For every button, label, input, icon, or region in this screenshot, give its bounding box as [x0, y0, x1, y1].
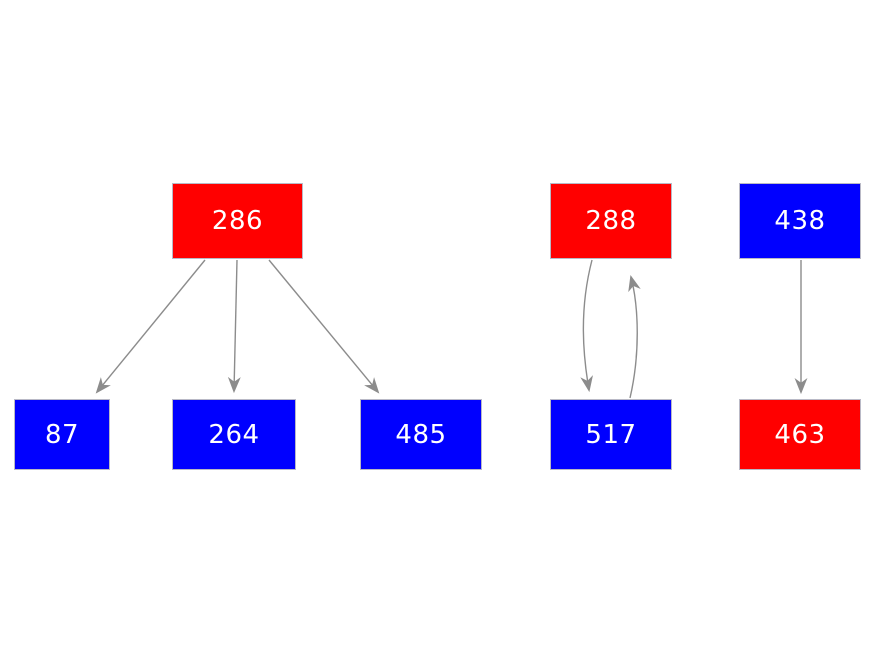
node-438[interactable]: 438: [739, 183, 861, 259]
node-264[interactable]: 264: [172, 399, 296, 470]
node-label-517: 517: [585, 419, 637, 450]
node-label-463: 463: [774, 419, 826, 450]
node-label-87: 87: [44, 419, 80, 450]
edge-n288-to-n517: [580, 259, 593, 393]
node-485[interactable]: 485: [360, 399, 482, 470]
node-463[interactable]: 463: [739, 399, 861, 470]
node-288[interactable]: 288: [550, 183, 672, 259]
node-87[interactable]: 87: [14, 399, 110, 470]
edge-n286-to-n87: [95, 259, 206, 394]
node-label-288: 288: [585, 206, 637, 236]
edge-n286-to-n485: [268, 259, 380, 394]
node-label-264: 264: [208, 419, 260, 450]
node-label-438: 438: [774, 206, 826, 236]
node-label-485: 485: [395, 419, 447, 450]
edge-n286-to-n264: [227, 259, 241, 394]
edge-group: [95, 259, 808, 399]
node-517[interactable]: 517: [550, 399, 672, 470]
node-286[interactable]: 286: [172, 183, 303, 259]
node-label-286: 286: [211, 206, 264, 236]
edge-n517-to-n288: [628, 274, 641, 399]
